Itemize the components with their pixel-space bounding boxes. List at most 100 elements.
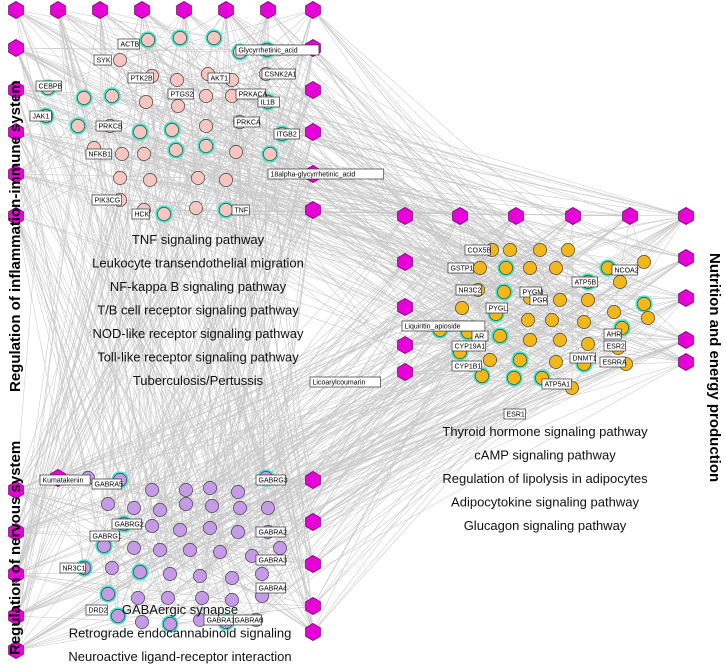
nutrition-pathway-text: Adipocytokine signaling pathway [451, 495, 639, 510]
network-edge [183, 9, 267, 479]
gene-label: PRKACA [235, 88, 268, 100]
network-edge [111, 95, 687, 217]
gene-label: GABRA4 [255, 582, 287, 594]
network-edge [119, 95, 207, 201]
nutrition-gene-node [523, 333, 537, 347]
nutrition-pathway-text: Regulation of lipolysis in adipocytes [442, 471, 648, 486]
nervous-gene-node [145, 519, 159, 533]
network-edge [15, 105, 179, 217]
network-edge [107, 209, 314, 505]
network-edge [209, 131, 314, 529]
network-edge [15, 359, 491, 533]
gene-label: AR [471, 330, 489, 342]
gene-label: DNMT1 [569, 352, 597, 364]
network-edge [404, 249, 541, 308]
network-edge [613, 311, 687, 341]
network-edge [15, 125, 79, 651]
compound-hexagon-node [134, 1, 150, 19]
compound-hexagon-node [678, 289, 694, 307]
network-edge [111, 549, 191, 569]
network-edge [404, 215, 501, 337]
network-edge [57, 179, 227, 479]
svg-text:Glycyrrhetinic_acid: Glycyrrhetinic_acid [239, 48, 298, 55]
svg-text:AKT1: AKT1 [211, 76, 229, 83]
gene-label: HCK [131, 208, 150, 220]
gene-label: PTGS2 [167, 88, 194, 100]
network-edge [133, 73, 209, 509]
compound-hexagon-node [305, 597, 321, 615]
network-edge [312, 331, 469, 607]
network-edge [151, 101, 269, 527]
network-edge [141, 49, 268, 623]
inflammation-gene-node [165, 123, 179, 137]
gene-label: GABRA2 [255, 526, 287, 538]
gene-label: GABRG1 [89, 530, 122, 542]
network-edge [15, 351, 461, 533]
svg-text:PRKCB: PRKCB [99, 124, 123, 131]
svg-text:Liquiritin_apioside: Liquiritin_apioside [405, 324, 461, 331]
network-edge [489, 297, 531, 361]
nutrition-pathway-text: cAMP signaling pathway [474, 448, 616, 463]
svg-text:ESR2: ESR2 [607, 344, 625, 351]
nervous-gene-node [127, 501, 141, 515]
gene-label: PIK3CG [91, 194, 122, 206]
network-edge [151, 375, 483, 491]
network-edge [151, 209, 314, 527]
network-edge [617, 347, 687, 363]
network-edge [163, 213, 479, 291]
nutrition-gene-node [577, 315, 591, 329]
network-edge [15, 145, 207, 575]
nervous-gene-node [145, 483, 159, 497]
network-edge [312, 47, 521, 361]
nervous-gene-node [161, 591, 175, 605]
svg-text:HCK: HCK [135, 212, 150, 219]
network-edge [15, 573, 227, 623]
nervous-gene-node [101, 497, 115, 511]
network-edge [225, 9, 271, 155]
network-edge [231, 95, 543, 379]
gene-label: ATP5A1 [541, 378, 572, 390]
svg-text:ESRRA: ESRRA [603, 360, 627, 367]
compound-label: Kumatakenin [39, 474, 91, 486]
gene-label: TNF [231, 204, 250, 216]
compound-hexagon-node [305, 1, 321, 19]
network-edge [15, 215, 113, 569]
network-edge [175, 149, 239, 533]
compound-hexagon-node [8, 165, 24, 183]
nervous-gene-node [101, 587, 115, 601]
network-edge [15, 47, 211, 529]
network-edge [163, 9, 314, 215]
nervous-gene-node [231, 525, 245, 539]
gene-label: AHR [603, 328, 622, 340]
network-edge [15, 215, 143, 623]
network-edge [15, 97, 85, 617]
inflammation-gene-node [263, 147, 277, 161]
network-edge [312, 267, 507, 523]
network-edge [15, 199, 121, 651]
svg-text:PTK2B: PTK2B [131, 76, 154, 83]
svg-text:CEBPB: CEBPB [39, 84, 63, 91]
gene-label: CEBPB [35, 80, 63, 92]
network-edge [15, 125, 79, 217]
network-edge [527, 319, 589, 345]
nutrition-gene-node [455, 301, 469, 315]
gene-label: ESR1 [503, 408, 526, 420]
nutrition-gene-node [497, 285, 511, 299]
network-edge [15, 153, 145, 651]
network-edge [145, 101, 687, 299]
nutrition-gene-node [493, 329, 507, 343]
network-edge [139, 131, 687, 363]
network-edge [117, 177, 121, 617]
svg-text:18alpha-glycyrrhetinic_acid: 18alpha-glycyrrhetinic_acid [271, 172, 356, 179]
nutrition-gene-node [613, 275, 627, 289]
network-edge [237, 47, 314, 533]
network-edge [117, 599, 233, 617]
network-edge [119, 59, 314, 607]
network-edge [117, 521, 314, 617]
network-edge [45, 115, 609, 269]
network-edge [169, 573, 233, 601]
network-edge [57, 9, 135, 509]
network-edge [15, 571, 141, 617]
gene-label: ATP5B [571, 276, 598, 288]
inflammation-pathway-text: NF-kappa B signaling pathway [110, 279, 287, 294]
